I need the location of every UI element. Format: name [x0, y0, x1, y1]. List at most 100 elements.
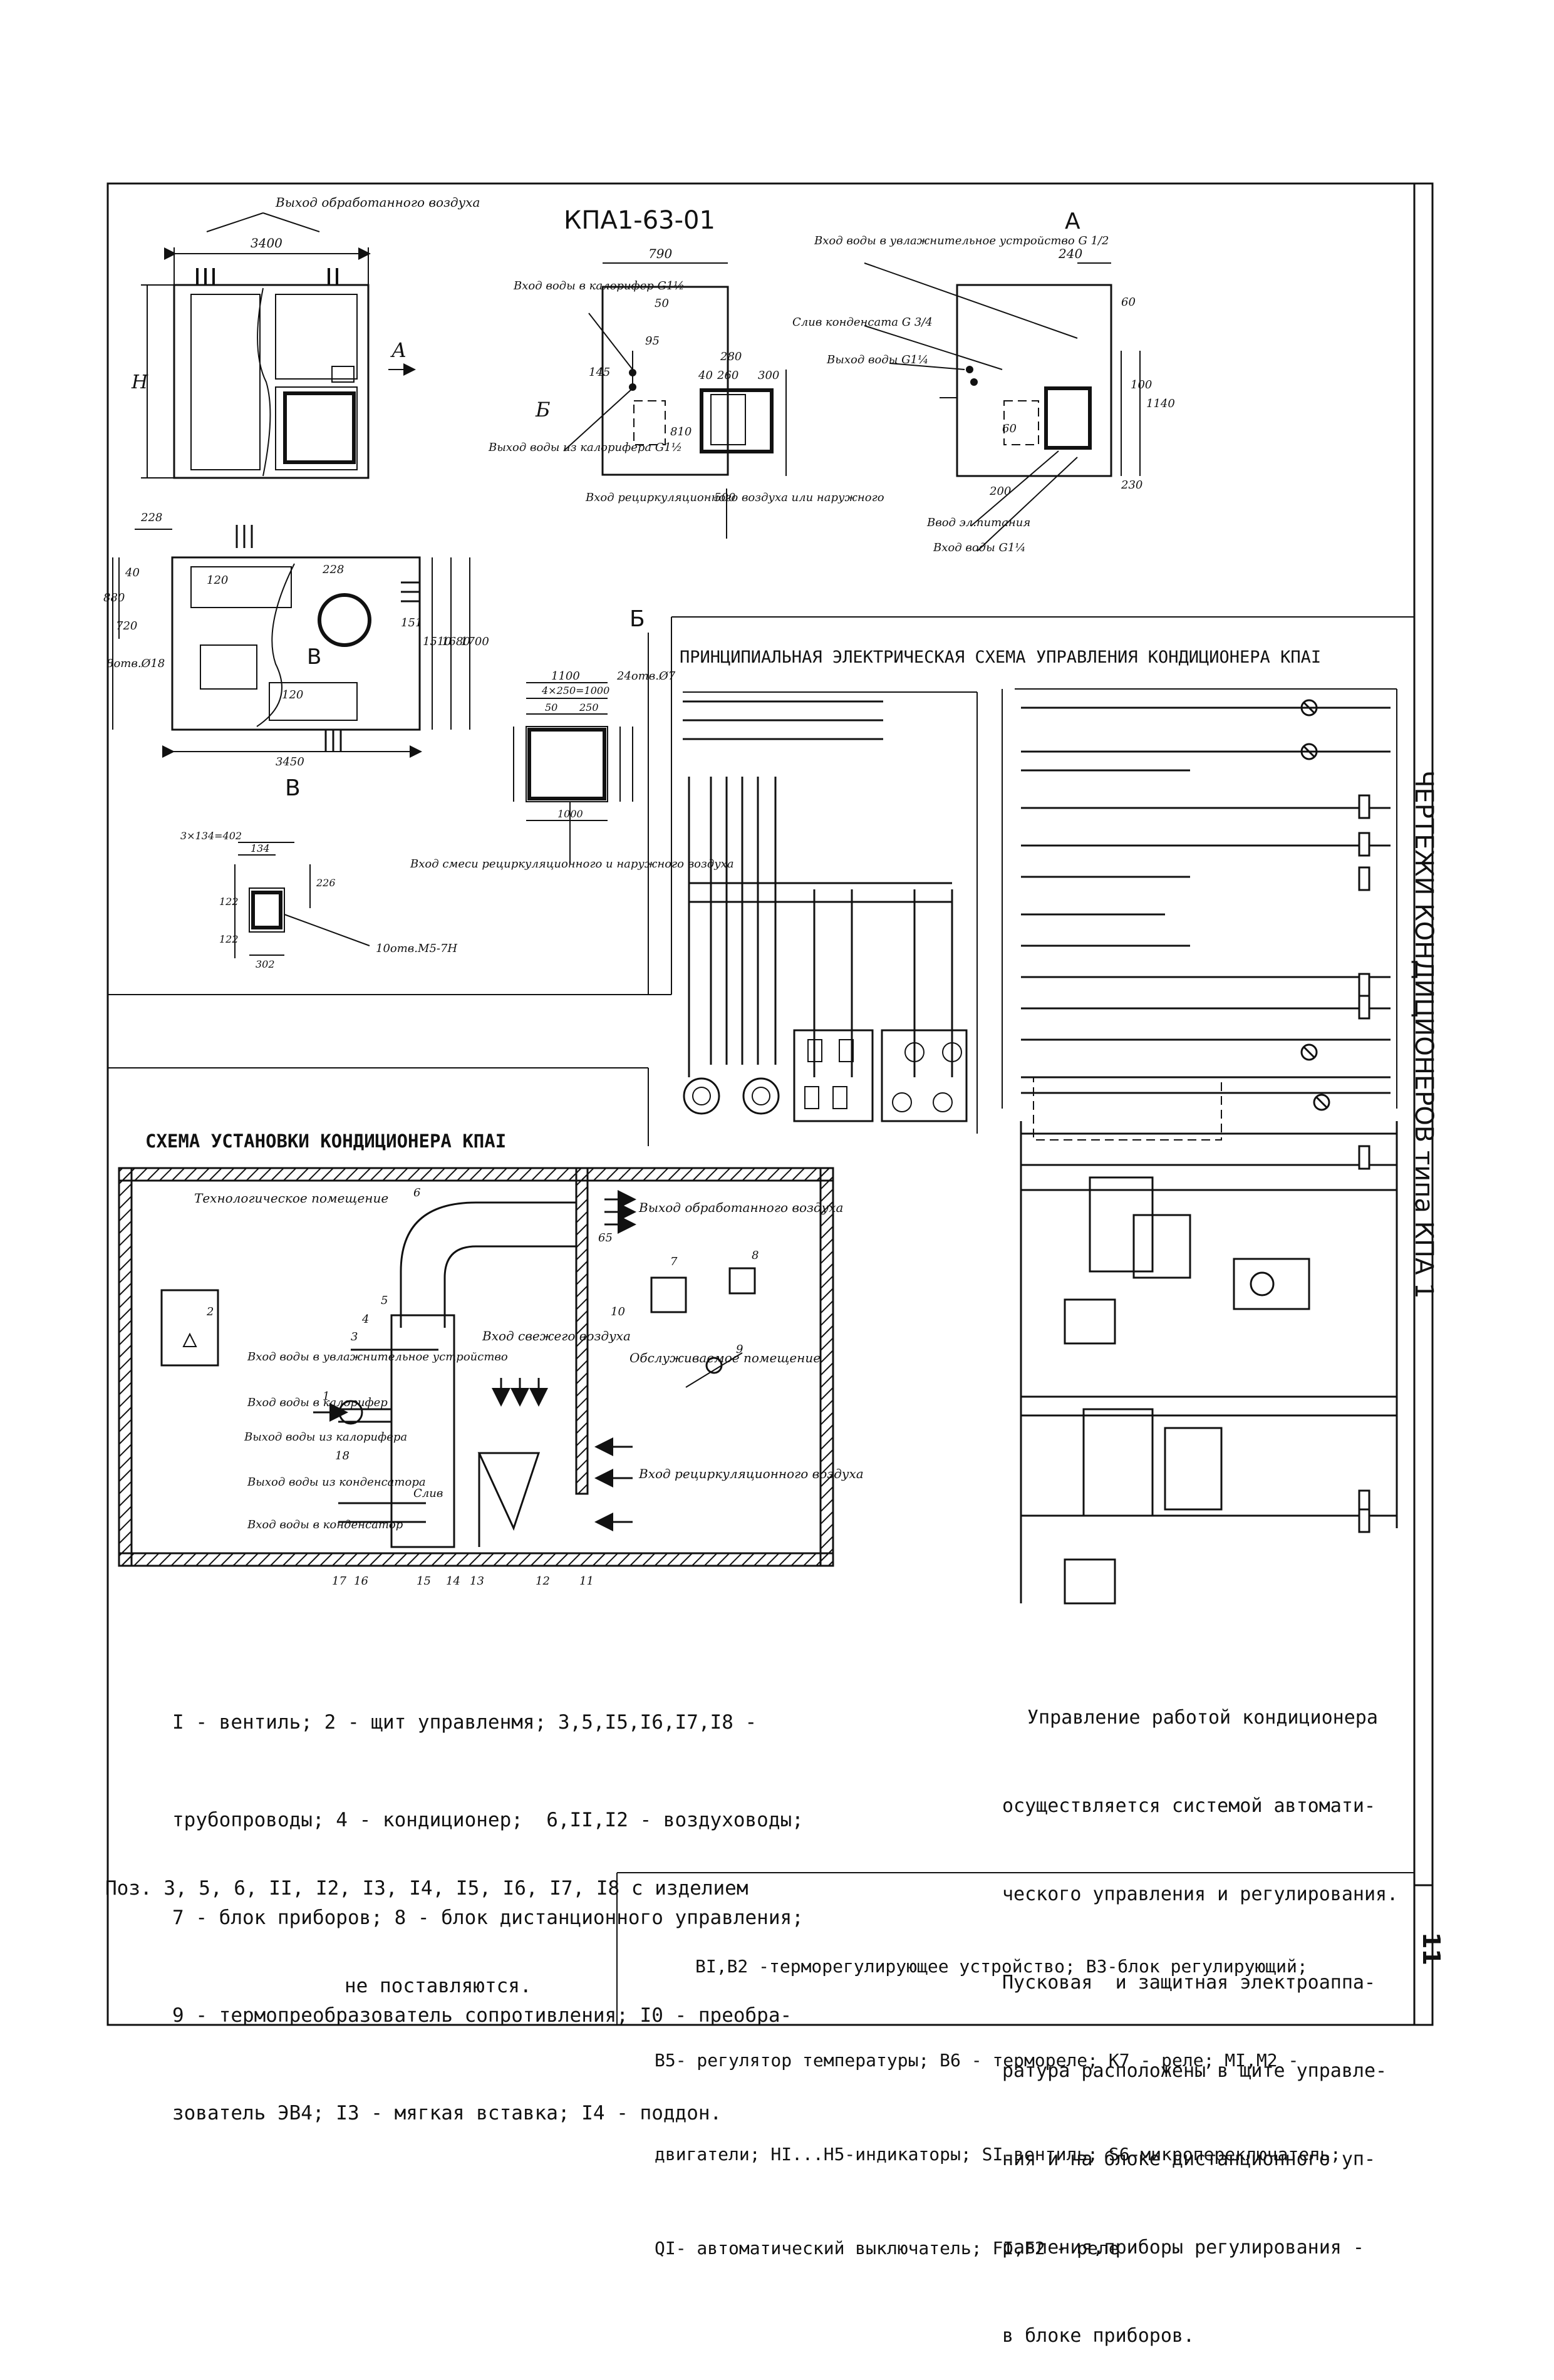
svg-text:2: 2	[206, 1305, 214, 1318]
svg-text:Вход рециркуляционного воздуха: Вход рециркуляционного воздуха	[638, 1466, 864, 1481]
svg-text:151: 151	[401, 616, 422, 629]
page-number: 11	[1417, 1932, 1445, 1965]
side-recirc-label: Вход рециркуляционного воздуха или наруж…	[585, 491, 884, 504]
side-view	[563, 262, 787, 539]
side-title: ЧЕРТЕЖИ КОНДИЦИОНЕРОВ типа КПА 1	[1409, 770, 1438, 1299]
side-inlet-label: Вход воды в калорифер G1½	[513, 279, 685, 292]
svg-text:3: 3	[351, 1330, 358, 1343]
svg-text:280: 280	[720, 350, 742, 363]
svg-text:4×250=1000: 4×250=1000	[541, 685, 609, 696]
front-outlet-label: Выход обработанного воздуха	[275, 195, 480, 210]
front-height-dim: H	[131, 371, 148, 393]
svg-text:122: 122	[219, 933, 239, 945]
view-b-holes: 24отв.Ø7	[616, 670, 676, 683]
legend-bottom-line: B5- регулятор температуры; B6 - терморел…	[655, 2050, 1299, 2071]
svg-text:4: 4	[361, 1313, 369, 1326]
svg-text:200: 200	[989, 485, 1011, 498]
diagram-labels: КПА1-63-01 А Б В В Выход обработанного в…	[103, 195, 1445, 1965]
sheet-frame	[106, 182, 1434, 2026]
view-v-title: В	[285, 775, 301, 801]
legend-left-line: I - вентиль; 2 - щит управленмя; 3,5,I5,…	[172, 1711, 757, 1734]
view-a-water-out: Выход воды G1¼	[826, 353, 928, 366]
legend-right-line: ческого управления и регулирования.	[1002, 1883, 1399, 1905]
svg-text:16: 16	[354, 1575, 368, 1588]
svg-text:810: 810	[670, 425, 692, 438]
svg-text:122: 122	[219, 896, 239, 908]
svg-text:1000: 1000	[557, 808, 583, 820]
note-left-line: Поз. 3, 5, 6, II, I2, I3, I4, I5, I6, I7…	[105, 1877, 749, 1900]
svg-text:Вход воды в конденсатор: Вход воды в конденсатор	[247, 1518, 403, 1531]
svg-text:250: 250	[579, 701, 599, 713]
svg-text:3450: 3450	[276, 755, 304, 768]
svg-text:228: 228	[322, 563, 344, 576]
svg-text:226: 226	[316, 877, 336, 889]
svg-text:1140: 1140	[1146, 397, 1175, 410]
svg-text:3×134=402: 3×134=402	[180, 830, 242, 842]
legend-right-line: ратура расположены в щите управле-	[1002, 2060, 1387, 2082]
svg-text:Выход воды из конденсатора: Выход воды из конденсатора	[247, 1476, 426, 1489]
legend-left-line: 9 - термопреобразователь сопротивления; …	[172, 2004, 792, 2027]
svg-text:17: 17	[332, 1575, 346, 1588]
view-a-title: А	[1065, 209, 1080, 234]
view-a-power-label: Ввод эл.питания	[926, 516, 1030, 529]
plan-view	[112, 525, 470, 758]
legend-bottom-line: двигатели; HI...H5-индикаторы; SI-вентил…	[655, 2144, 1341, 2165]
note-left-line: не поставляются.	[344, 1975, 532, 1997]
svg-text:1510: 1510	[423, 635, 452, 648]
svg-text:300: 300	[758, 369, 779, 382]
svg-text:1: 1	[323, 1390, 329, 1403]
svg-text:6: 6	[413, 1186, 420, 1199]
view-b-detail	[513, 682, 633, 864]
svg-text:228: 228	[140, 511, 162, 524]
svg-text:Вход воды в увлажнительное уст: Вход воды в увлажнительное устройство	[247, 1350, 508, 1363]
legend-right-line: ния и на блоке дистанционного уп-	[1002, 2148, 1376, 2170]
svg-text:11: 11	[579, 1575, 594, 1588]
front-arrow-a: А	[390, 338, 407, 362]
legend-bottom-line: BI,B2 -терморегулирующее устройство; B3-…	[695, 1956, 1308, 1977]
svg-text:40: 40	[698, 369, 713, 382]
note-left: Поз. 3, 5, 6, II, I2, I3, I4, I5, I6, I7…	[105, 1807, 749, 2035]
svg-text:18: 18	[335, 1449, 350, 1462]
view-a-humid-label: Вход воды в увлажнительное устройство G …	[814, 234, 1109, 247]
svg-text:Вход воды в калорифер: Вход воды в калорифер	[247, 1396, 388, 1409]
svg-text:5: 5	[381, 1294, 388, 1307]
view-b-label: Вход смеси рециркуляционного и наружного…	[410, 857, 734, 871]
legend-bottom: BI,B2 -терморегулирующее устройство; B3-…	[633, 1888, 1341, 2295]
svg-text:9: 9	[736, 1343, 743, 1356]
svg-text:790: 790	[648, 246, 672, 261]
legend-left-line: 7 - блок приборов; 8 - блок дистанционно…	[172, 1907, 804, 1929]
legend-bottom-line: QI- автоматический выключатель; FI,F2 - …	[655, 2238, 1119, 2258]
svg-text:7: 7	[670, 1255, 678, 1268]
svg-text:60: 60	[1121, 296, 1136, 309]
svg-text:145: 145	[589, 366, 610, 379]
legend-left-line: зователь ЭВ4; I3 - мягкая вставка; I4 - …	[172, 2102, 722, 2124]
svg-text:720: 720	[116, 619, 137, 633]
side-outlet-label: Выход воды из калорифера G1½	[488, 441, 682, 454]
svg-text:14: 14	[446, 1575, 460, 1588]
front-view	[141, 212, 416, 479]
front-arrow-b: Б	[535, 398, 551, 422]
view-a	[864, 262, 1141, 552]
svg-text:260: 260	[717, 369, 738, 382]
svg-text:134: 134	[251, 842, 270, 854]
view-v-detail	[234, 842, 370, 958]
svg-text:120: 120	[282, 688, 303, 701]
svg-text:8: 8	[752, 1249, 759, 1262]
legend-right-line: Пусковая и защитная электроаппа-	[1002, 1972, 1376, 1994]
schematic-title: ПРИНЦИПИАЛЬНАЯ ЭЛЕКТРИЧЕСКАЯ СХЕМА УПРАВ…	[680, 648, 1321, 667]
svg-text:40: 40	[125, 566, 140, 579]
legend-left-line: трубопроводы; 4 - кондиционер; 6,II,I2 -…	[172, 1809, 804, 1831]
svg-text:120: 120	[207, 574, 228, 587]
front-width-dim: 3400	[251, 235, 282, 251]
view-a-water-in: Вход воды G1¼	[933, 541, 1026, 554]
legend-right-line: в блоке приборов.	[1002, 2325, 1195, 2347]
zone-borders	[108, 616, 1414, 2025]
svg-text:230: 230	[1121, 479, 1142, 492]
svg-text:1100: 1100	[551, 670, 580, 683]
svg-text:65: 65	[598, 1231, 613, 1244]
svg-text:1700: 1700	[460, 635, 489, 648]
svg-text:Слив: Слив	[413, 1487, 443, 1500]
svg-text:100: 100	[1131, 378, 1152, 391]
drawing-sheet: КПА1-63-01 А Б В В Выход обработанного в…	[103, 182, 1445, 2026]
svg-text:Технологическое помещение: Технологическое помещение	[194, 1191, 388, 1206]
